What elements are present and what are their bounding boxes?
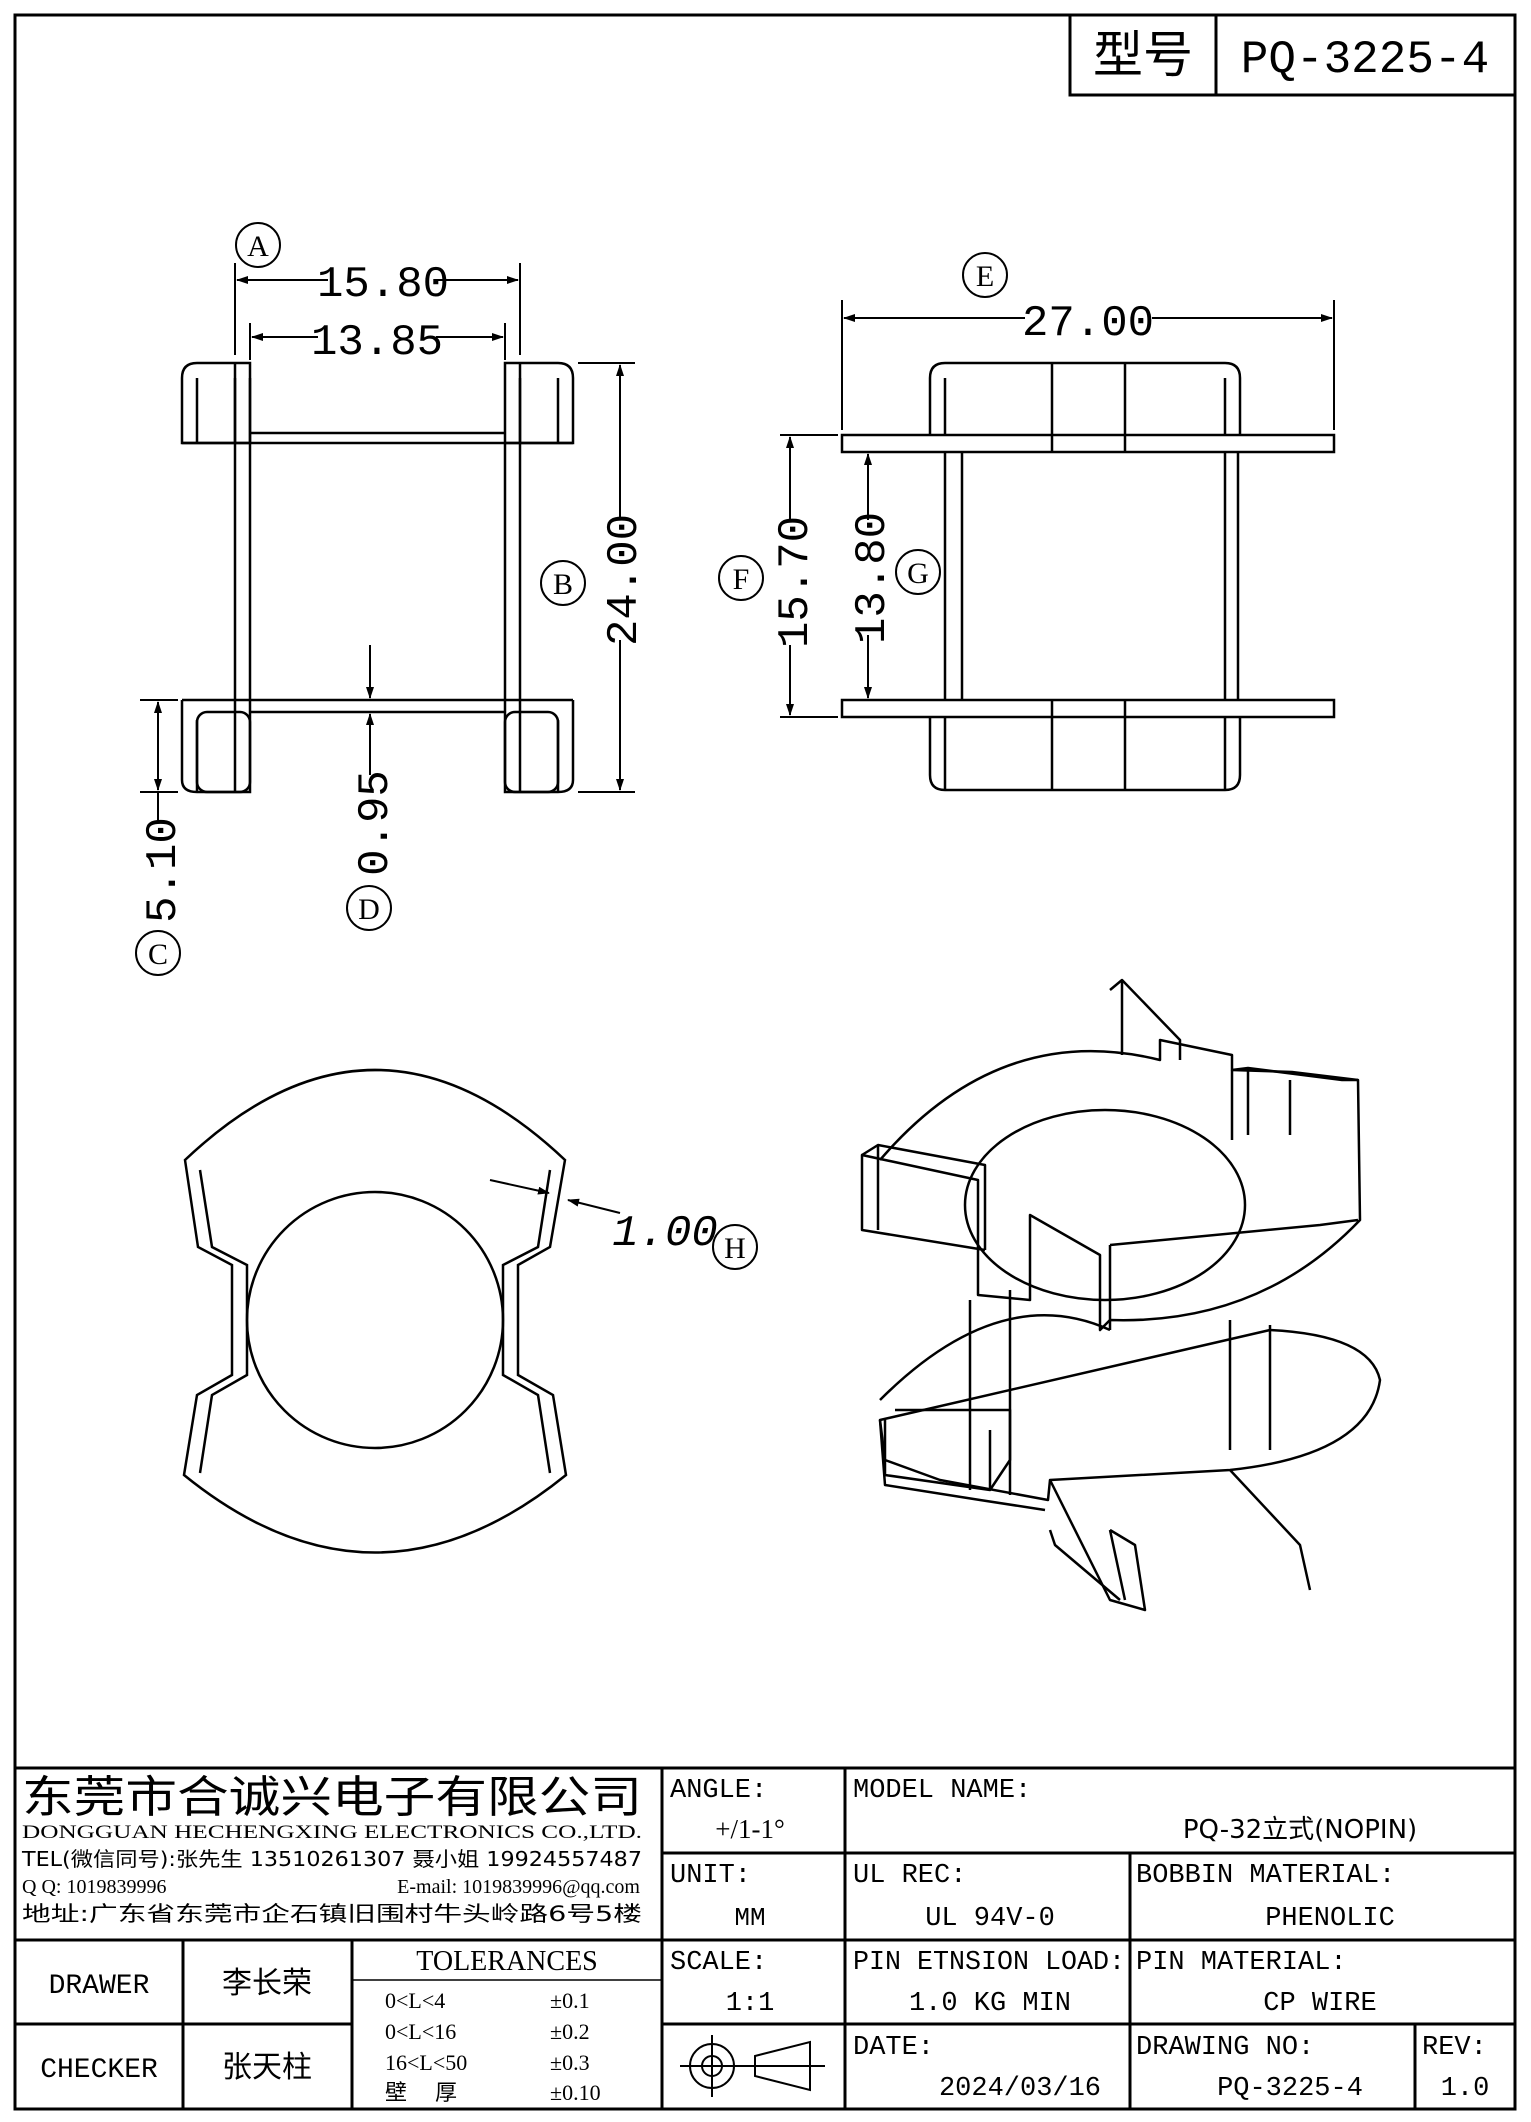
company-qq: Q Q: 1019839996 [22,1876,166,1898]
callout-h [712,1224,758,1270]
callout-b [540,560,586,606]
bobbin-material-label: BOBBIN MATERIAL: [1136,1861,1395,1891]
company-address: 地址:广东省东莞市企石镇旧围村牛头岭路6号5楼 [22,1902,642,1926]
side-view-labels: E 27.00 15.70 F 13.80 G [718,252,1154,648]
top-view-dimension [489,1179,621,1214]
unit-value: MM [734,1903,765,1933]
callout-e [962,252,1008,298]
drawer-label: DRAWER [49,1971,150,2002]
top-view-labels: 1.00 H [612,1209,758,1270]
side-view-dimensions [780,300,1335,718]
model-name-label: MODEL NAME: [853,1776,1031,1806]
callout-a-tag: A [247,230,269,263]
ul-rec-value: UL 94V-0 [925,1904,1055,1934]
rev-value: 1.0 [1441,2074,1490,2104]
tolerance-value: ±0.3 [550,2050,590,2075]
tolerance-value: ±0.10 [550,2080,601,2105]
angle-label: ANGLE: [670,1776,767,1806]
front-view-dimensions [140,263,635,820]
tolerance-value: ±0.2 [550,2019,590,2044]
dim-d-value: 0.95 [351,770,401,876]
sheet-border [13,13,1517,2111]
dim-c-value: 5.10 [139,817,189,923]
rev-label: REV: [1422,2033,1487,2063]
dim-f-value: 15.70 [771,516,821,648]
company-tel: TEL(微信同号):张先生 13510261307 聂小姐 1992455748… [21,1847,642,1871]
dim-b-value: 24.00 [600,514,650,646]
callout-d [346,885,392,931]
scale-value: 1:1 [726,1989,775,2019]
date-label: DATE: [853,2033,934,2063]
pin-tension-label: PIN ETNSION LOAD: [853,1948,1125,1978]
tolerance-range: 0<L<4 [385,1988,445,2013]
company-block: 东莞市合诚兴电子有限公司 DONGGUAN HECHENGXING ELECTR… [21,1772,642,1926]
title-block [15,1766,1515,2109]
front-view [180,361,575,794]
tolerance-range: 0<L<16 [385,2019,456,2044]
dim-a-inner-value: 13.85 [311,318,443,368]
dim-a-value: 15.80 [317,260,449,310]
callout-f [718,555,764,601]
scale-label: SCALE: [670,1948,767,1978]
top-view [182,1068,568,1554]
callout-c-tag: C [148,938,168,971]
model-title-box: 型号 PQ-3225-4 [1068,13,1517,97]
bobbin-material-value: PHENOLIC [1265,1904,1395,1934]
tolerances-block: TOLERANCES 0<L<4 ±0.1 0<L<16 ±0.2 16<L<5… [385,1946,601,2106]
model-name-value: PQ-32立式(NOPIN) [1183,1815,1417,1845]
angle-value: +/1-1° [715,1814,785,1844]
drawing-no-value: PQ-3225-4 [1217,2074,1363,2104]
tolerance-value: ±0.1 [550,1988,590,2013]
field-cells: ANGLE: +/1-1° UNIT: MM SCALE: 1:1 MODEL … [670,1776,1489,2104]
callout-a [235,222,281,268]
checker-name: 张天柱 [222,2050,312,2085]
date-value: 2024/03/16 [939,2074,1101,2104]
unit-label: UNIT: [670,1861,751,1891]
signature-block: DRAWER 李长荣 CHECKER 张天柱 [40,1966,312,2086]
dim-e-value: 27.00 [1022,299,1154,349]
front-view-labels: A 15.80 13.85 24.00 B 5.10 C 0.95 D [135,222,650,976]
dim-g-value: 13.80 [848,512,898,644]
tolerance-range: 壁 厚 [385,2081,457,2106]
checker-label: CHECKER [40,2055,158,2086]
ul-rec-label: UL REC: [853,1861,966,1891]
callout-c [135,930,181,976]
side-view [840,361,1336,792]
callout-b-tag: B [553,568,573,601]
pin-tension-value: 1.0 KG MIN [909,1989,1071,2019]
company-name-en: DONGGUAN HECHENGXING ELECTRONICS CO.,LTD… [22,1822,642,1843]
drawer-name: 李长荣 [222,1966,312,2001]
drawing-no-label: DRAWING NO: [1136,2033,1314,2063]
callout-h-tag: H [724,1232,746,1265]
callout-g [895,549,941,595]
dim-h-value: 1.00 [612,1209,718,1259]
callout-d-tag: D [358,893,380,926]
pin-material-value: CP WIRE [1263,1989,1376,2019]
isometric-view [860,978,1382,1612]
model-number: PQ-3225-4 [1241,34,1489,86]
callout-g-tag: G [907,557,929,590]
tolerance-range: 16<L<50 [385,2050,467,2075]
company-email: E-mail: 1019839996@qq.com [397,1876,640,1898]
pin-material-label: PIN MATERIAL: [1136,1948,1347,1978]
company-name-cn: 东莞市合诚兴电子有限公司 [22,1772,642,1823]
projection-symbol-icon [680,2035,825,2097]
callout-f-tag: F [733,563,750,596]
tolerances-title: TOLERANCES [416,1946,598,1977]
callout-e-tag: E [976,260,994,293]
model-label: 型号 [1093,26,1193,84]
